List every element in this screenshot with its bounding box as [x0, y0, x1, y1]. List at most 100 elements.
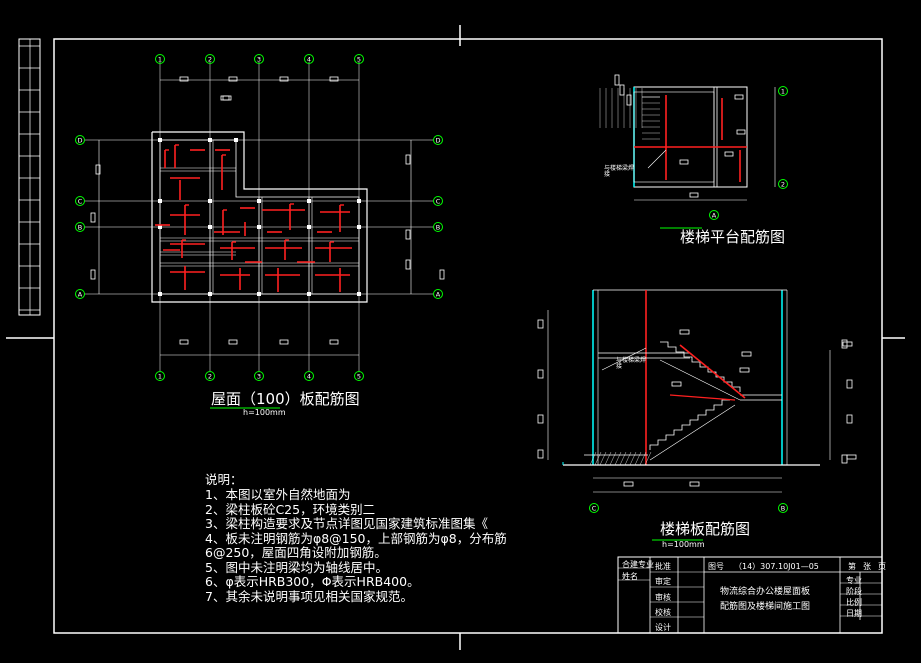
column: [257, 292, 261, 296]
dim-tag-vertical: [405, 154, 411, 165]
axis-bubble-left-C-label: C: [78, 198, 83, 206]
platform-tag: [736, 129, 746, 135]
axis-bubble-left-D: [75, 135, 85, 145]
axis-bubble-top-4: [304, 54, 314, 64]
platform-axis-right-1: [778, 86, 788, 96]
section-hatch: [589, 451, 597, 466]
tb-sign-row-2: 审定: [655, 577, 671, 586]
section-tag: [846, 454, 857, 460]
axis-bubble-bottom-4: [304, 371, 314, 381]
axis-bubble-right-C-label: C: [436, 198, 441, 206]
dim-tag: [228, 339, 238, 345]
column: [158, 292, 162, 296]
section-tag: [671, 381, 682, 387]
column: [307, 225, 311, 229]
section-tag: [842, 341, 853, 347]
dim-tag: [279, 76, 289, 82]
title-block: [617, 556, 883, 634]
dim-tag-vertical: [90, 269, 96, 280]
column: [234, 138, 238, 142]
roof-slab-outline: [151, 131, 368, 303]
section-tag: [679, 329, 690, 335]
tb-sign-row-1: 批准: [655, 562, 671, 571]
tb-sign-row-3: 审核: [655, 593, 671, 602]
tb-project-title-2: 配筋图及楼梯间施工图: [720, 602, 811, 612]
stair-slab-caption: 楼梯板配筋图: [660, 520, 751, 538]
dim-tag-vertical: [439, 269, 445, 280]
column: [208, 292, 212, 296]
inner-frame: [53, 38, 883, 634]
stair-rebar: [679, 344, 746, 399]
axis-bubble-bottom-5: [354, 371, 364, 381]
section-tag: [739, 367, 750, 373]
axis-bubble-top-5: [354, 54, 364, 64]
axis-bubble-left-A: [75, 289, 85, 299]
section-leader: [601, 347, 647, 371]
platform-axis-bottom: [709, 210, 719, 220]
column: [357, 292, 361, 296]
platform-axis-right-2: [778, 179, 788, 189]
tb-side-label-2: 姓名: [622, 572, 638, 581]
tb-project-title-1: 物流综合办公楼屋面板: [720, 587, 811, 597]
section-tag-vertical: [841, 339, 848, 349]
axis-bubble-bottom-2: [205, 371, 215, 381]
section-tag-vertical: [537, 369, 544, 379]
roof-slab-inner: [159, 139, 360, 295]
section-hatch: [619, 451, 627, 466]
section-tag-vertical: [537, 449, 544, 459]
dim-tag-vertical: [95, 164, 101, 175]
column: [208, 138, 212, 142]
section-axis-B-label: B: [781, 505, 785, 513]
platform-axis-right-2-label: 2: [781, 181, 785, 189]
tb-sheet-label-2: 张: [863, 562, 871, 571]
dim-tag-vertical: [90, 212, 96, 223]
section-tag-vertical: [841, 454, 848, 464]
column: [208, 199, 212, 203]
dim-tag: [220, 95, 230, 101]
tb-sign-row-5: 设计: [655, 623, 671, 632]
section-hatch: [634, 451, 642, 466]
column: [257, 199, 261, 203]
section-tag: [741, 351, 752, 357]
notes-line-3: 3、梁柱构造要求及节点详图见国家建筑标准图集《: [205, 516, 488, 531]
notes-line-1: 1、本图以室外自然地面为: [205, 487, 351, 502]
section-hatch: [594, 451, 602, 466]
axis-bubble-top-1-label: 1: [158, 56, 162, 64]
dim-tag-vertical: [405, 229, 411, 240]
column: [307, 199, 311, 203]
platform-tag: [724, 151, 734, 157]
axis-bubble-top-1: [155, 54, 165, 64]
tb-right-row-3: 比例: [846, 598, 862, 607]
column: [357, 199, 361, 203]
section-tag: [689, 481, 700, 487]
section-hatch: [629, 451, 637, 466]
section-hatch: [624, 451, 632, 466]
tb-sheet-label-3: 页: [878, 562, 886, 571]
platform-tag-vertical: [619, 84, 625, 96]
tb-sheet-label: 第: [848, 562, 856, 571]
roof-plan-caption-sub: h=100mm: [243, 408, 286, 417]
axis-bubble-bottom-1: [155, 371, 165, 381]
axis-bubble-left-B: [75, 222, 85, 232]
section-tag: [623, 481, 634, 487]
axis-bubble-right-A-label: A: [436, 291, 441, 299]
tb-drawing-no: （14）307.10J01—05: [734, 562, 819, 571]
upper-flight-steps: [660, 341, 741, 392]
axis-bubble-top-4-label: 4: [307, 56, 311, 64]
column: [357, 225, 361, 229]
dim-tag: [179, 76, 189, 82]
section-axis-C-label: C: [592, 505, 597, 513]
axis-bubble-top-3-label: 3: [257, 56, 261, 64]
axis-bubble-right-A: [433, 289, 443, 299]
dim-tag: [279, 339, 289, 345]
section-tag-vertical: [846, 379, 853, 389]
axis-bubble-left-D-label: D: [77, 137, 82, 145]
section-hatch: [604, 451, 612, 466]
platform-tag-vertical: [614, 74, 620, 86]
axis-bubble-right-D: [433, 135, 443, 145]
dim-tag: [329, 339, 339, 345]
axis-bubble-top-2-label: 2: [208, 56, 212, 64]
axis-bubble-right-D-label: D: [435, 137, 440, 145]
